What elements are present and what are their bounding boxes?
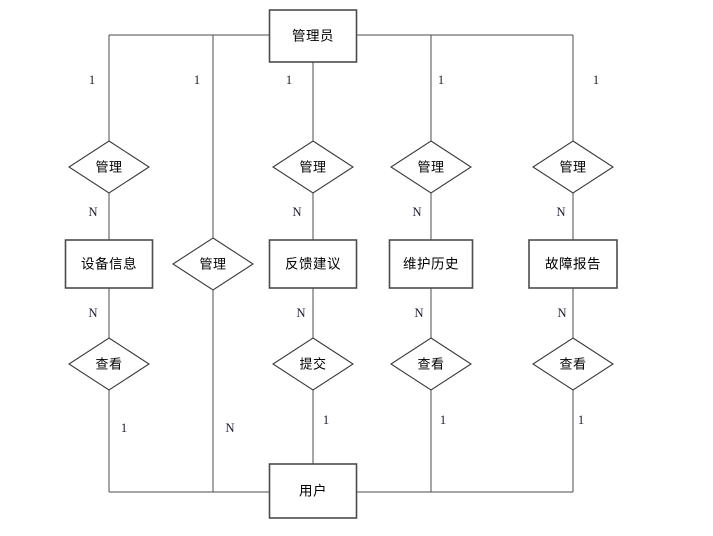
connector-layer: [108, 34, 574, 493]
relationship-diamond-rel-admin-history[interactable]: [389, 140, 473, 194]
relationship-diamond-rel-device-user[interactable]: [67, 337, 151, 391]
entity-box-device[interactable]: [64, 239, 154, 289]
relationship-diamond-rel-fault-user[interactable]: [531, 337, 615, 391]
relationship-diamond-rel-history-user[interactable]: [389, 337, 473, 391]
relationship-diamond-rel-admin-fault[interactable]: [531, 140, 615, 194]
entity-box-admin[interactable]: [268, 9, 358, 63]
relationship-diamond-rel-admin-user[interactable]: [171, 237, 255, 291]
relationship-diamond-rel-admin-feedback[interactable]: [271, 140, 355, 194]
relationship-diamond-rel-feedback-user[interactable]: [271, 337, 355, 391]
shape-layer: [64, 9, 618, 519]
entity-box-history[interactable]: [388, 239, 474, 289]
entity-box-user[interactable]: [268, 463, 358, 519]
entity-box-feedback[interactable]: [268, 239, 358, 289]
relationship-diamond-rel-admin-device[interactable]: [67, 140, 151, 194]
entity-box-fault[interactable]: [528, 239, 618, 289]
